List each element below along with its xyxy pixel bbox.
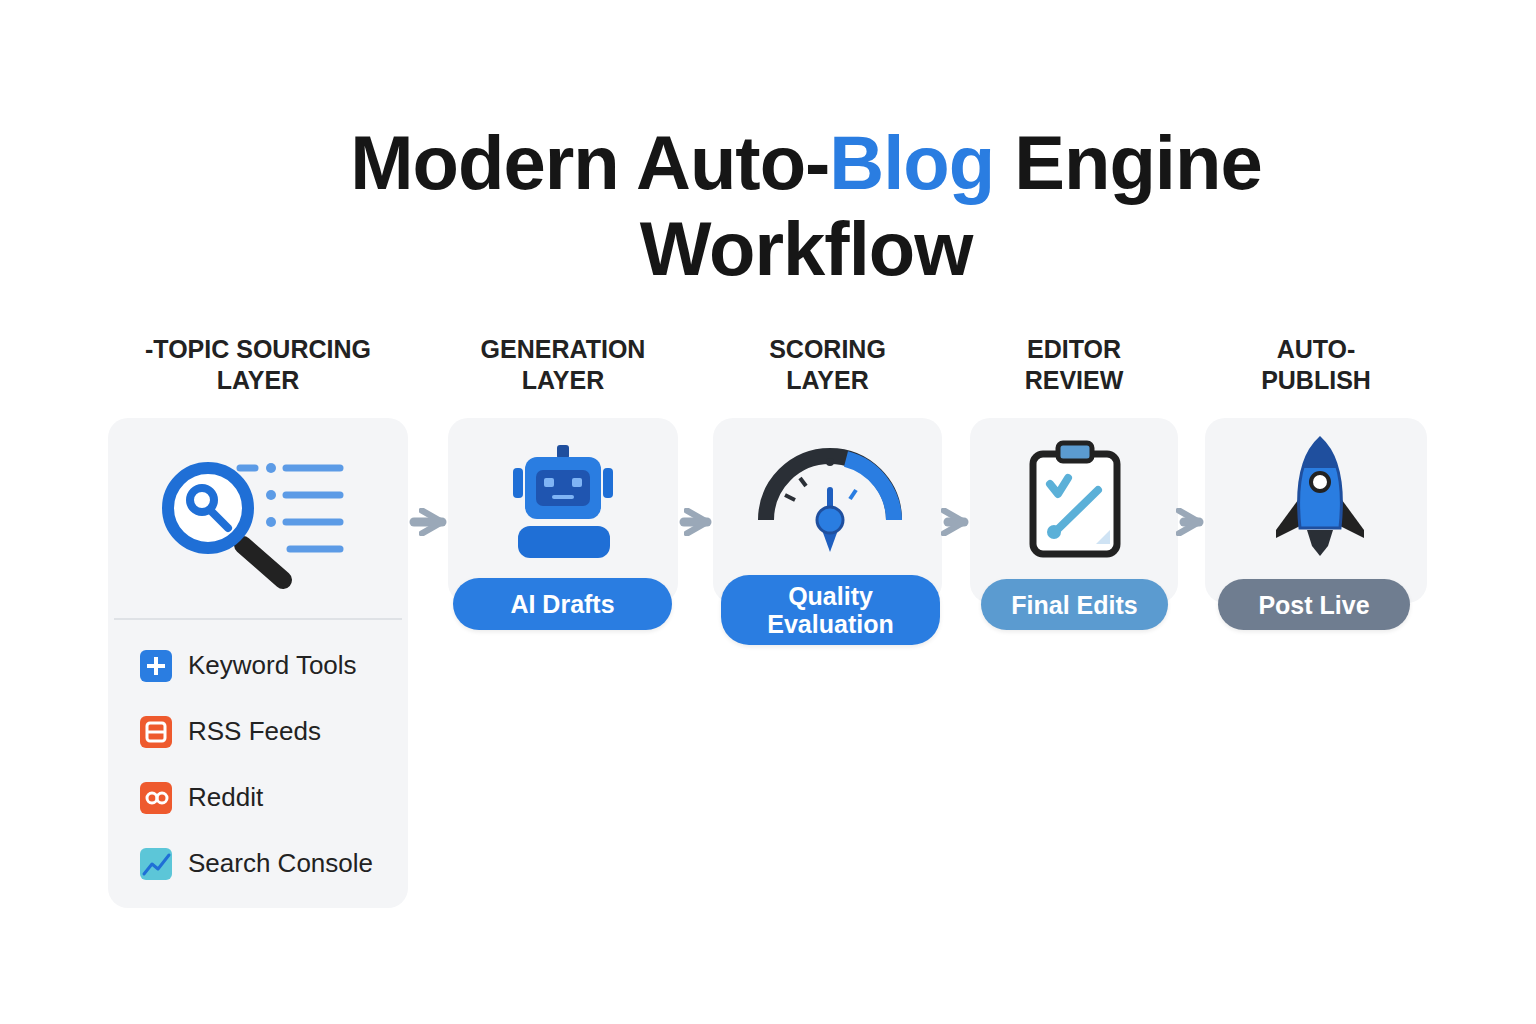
list-line bbox=[286, 492, 340, 499]
search-icon bbox=[168, 463, 340, 580]
reddit-icon bbox=[140, 782, 172, 814]
flow-arrow bbox=[414, 518, 442, 527]
rocket-fin bbox=[1276, 500, 1300, 538]
layer-card: EDITOR REVIEWFinal Edits bbox=[970, 418, 1178, 603]
pen-line bbox=[1055, 490, 1098, 532]
icon-mark bbox=[157, 793, 167, 803]
robot-ear bbox=[603, 468, 613, 498]
icon-plus bbox=[154, 657, 158, 675]
layer-heading: -TOPIC SOURCING LAYER bbox=[113, 334, 403, 396]
layer-card: GENERATION LAYERAI Drafts bbox=[448, 418, 678, 603]
gauge-needle bbox=[827, 490, 833, 540]
gauge-tick bbox=[800, 478, 806, 486]
pill-label: Final Edits bbox=[1011, 591, 1137, 619]
icon-square bbox=[140, 716, 172, 748]
robot-face bbox=[536, 470, 590, 506]
check-mark bbox=[1050, 478, 1068, 494]
robot-icon bbox=[513, 445, 613, 558]
robot-head bbox=[525, 457, 601, 519]
layer-card: AUTO- PUBLISHPost Live bbox=[1205, 418, 1427, 603]
source-item: Search Console bbox=[188, 847, 373, 879]
icon-mark bbox=[147, 793, 157, 803]
list-line bbox=[240, 465, 255, 472]
stage-pill: Post Live bbox=[1218, 579, 1410, 630]
list-dot bbox=[266, 490, 276, 500]
icon-feed bbox=[147, 723, 165, 741]
clipboard-clip bbox=[1058, 443, 1092, 461]
robot-eye bbox=[572, 478, 582, 487]
gauge-tick bbox=[826, 458, 834, 466]
pill-label: Post Live bbox=[1258, 591, 1369, 619]
robot-body bbox=[518, 526, 610, 558]
source-item: Keyword Tools bbox=[188, 649, 357, 681]
source-item: RSS Feeds bbox=[188, 715, 321, 747]
icon-chart bbox=[144, 855, 169, 874]
gauge-arc bbox=[766, 456, 894, 520]
pill-label: AI Drafts bbox=[510, 590, 614, 618]
list-line bbox=[290, 546, 340, 553]
diagram-title: Modern Auto-Blog Engine Workflow bbox=[306, 120, 1306, 292]
key-head bbox=[190, 488, 214, 512]
robot-antenna bbox=[557, 445, 569, 459]
layer-card: -TOPIC SOURCING LAYERKeyword ToolsRSS Fe… bbox=[108, 418, 408, 908]
gauge-tick bbox=[850, 490, 856, 499]
keyword-tools-icon bbox=[140, 650, 172, 682]
magnifier-handle bbox=[243, 545, 283, 580]
icon-square bbox=[140, 650, 172, 682]
icon-square bbox=[140, 848, 172, 880]
rocket-nose bbox=[1303, 438, 1337, 468]
layer-heading: SCORING LAYER bbox=[738, 334, 918, 396]
rocket-window bbox=[1311, 473, 1329, 491]
rss-feeds-icon bbox=[140, 716, 172, 748]
list-line bbox=[286, 519, 340, 526]
clipboard-board bbox=[1033, 454, 1117, 554]
gauge-tick bbox=[785, 495, 795, 500]
key-stem bbox=[210, 510, 228, 528]
icon-square bbox=[140, 782, 172, 814]
layer-card: SCORING LAYERQuality Evaluation bbox=[713, 418, 942, 603]
gauge-needle-tip bbox=[822, 530, 838, 552]
gauge-hub bbox=[817, 507, 843, 533]
flow-arrow bbox=[948, 518, 964, 527]
pill-label: Quality Evaluation bbox=[741, 582, 920, 638]
search-console-icon bbox=[140, 848, 172, 880]
list-dot bbox=[266, 517, 276, 527]
stage-pill: Quality Evaluation bbox=[721, 575, 940, 645]
icon-plus bbox=[147, 664, 165, 668]
robot-ear bbox=[513, 468, 523, 498]
card-divider bbox=[114, 618, 402, 620]
magnifier-ring bbox=[168, 468, 248, 548]
page-corner bbox=[1096, 530, 1110, 544]
flow-arrow bbox=[1184, 518, 1199, 527]
pen-tip bbox=[1047, 525, 1061, 539]
gauge-icon bbox=[766, 456, 894, 552]
source-item: Reddit bbox=[188, 781, 263, 813]
stage-pill: AI Drafts bbox=[453, 578, 672, 630]
rocket-body bbox=[1299, 438, 1342, 528]
layer-heading: GENERATION LAYER bbox=[461, 334, 666, 396]
rocket-icon bbox=[1276, 438, 1364, 556]
layer-heading: AUTO- PUBLISH bbox=[1241, 334, 1391, 396]
list-dot bbox=[266, 463, 276, 473]
robot-eye bbox=[544, 478, 554, 487]
flow-arrow bbox=[684, 518, 707, 527]
list-line bbox=[286, 465, 340, 472]
layer-heading: EDITOR REVIEW bbox=[994, 334, 1154, 396]
rocket-fin bbox=[1340, 500, 1364, 538]
gauge-arc-active bbox=[846, 459, 894, 520]
robot-mouth bbox=[552, 495, 574, 499]
rocket-flame bbox=[1307, 530, 1333, 556]
icon-feed bbox=[147, 731, 165, 734]
stage-pill: Final Edits bbox=[981, 579, 1168, 630]
clipboard-icon bbox=[1033, 443, 1117, 554]
